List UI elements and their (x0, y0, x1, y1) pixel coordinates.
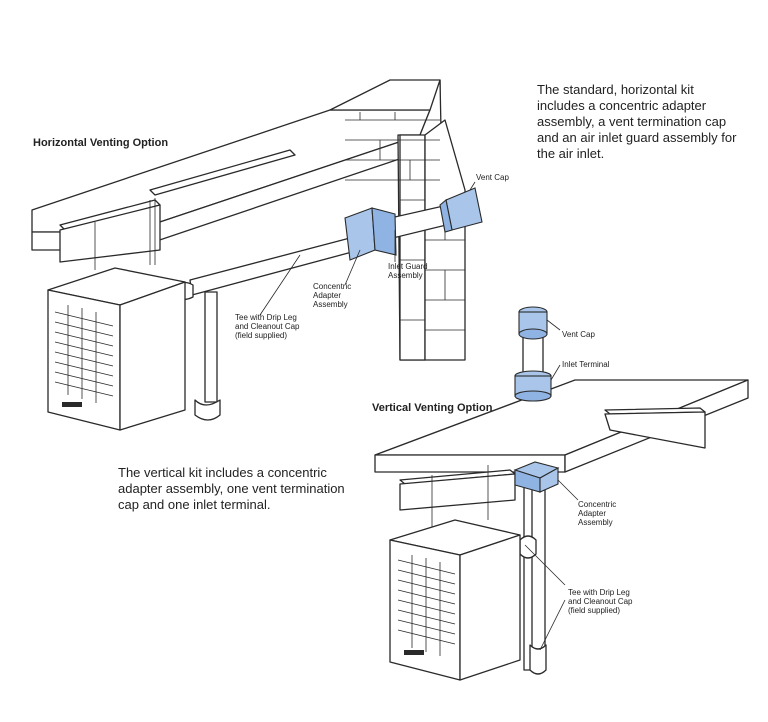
horizontal-inlet-guard-label: Inlet Guard Assembly (388, 262, 428, 280)
vertical-concentric-adapter (513, 461, 560, 493)
horizontal-description: The standard, horizontal kit includes a … (537, 82, 737, 161)
horizontal-concentric-adapter-label: Concentric Adapter Assembly (313, 282, 352, 309)
horizontal-vent-cap-label: Vent Cap (476, 173, 509, 182)
horizontal-tee-label: Tee with Drip Leg and Cleanout Cap (fiel… (235, 313, 300, 340)
unit-heater-icon (47, 267, 186, 431)
vertical-inlet-terminal-label: Inlet Terminal (562, 360, 610, 369)
vertical-vent-cap (518, 306, 548, 340)
vertical-vent-cap-label: Vent Cap (562, 330, 595, 339)
vertical-concentric-adapter-label: Concentric Adapter Assembly (578, 500, 617, 527)
vertical-inlet-terminal (514, 370, 552, 402)
vertical-unit-heater-icon (389, 519, 521, 681)
vertical-ceiling-icon (374, 379, 749, 511)
vertical-description: The vertical kit includes a concentric a… (118, 465, 345, 512)
vertical-tee-label: Tee with Drip Leg and Cleanout Cap (fiel… (568, 588, 633, 615)
ceiling-joist-icon (59, 149, 296, 263)
horizontal-title: Horizontal Venting Option (33, 137, 169, 149)
vertical-title: Vertical Venting Option (372, 402, 493, 414)
horizontal-concentric-adapter (344, 207, 376, 261)
